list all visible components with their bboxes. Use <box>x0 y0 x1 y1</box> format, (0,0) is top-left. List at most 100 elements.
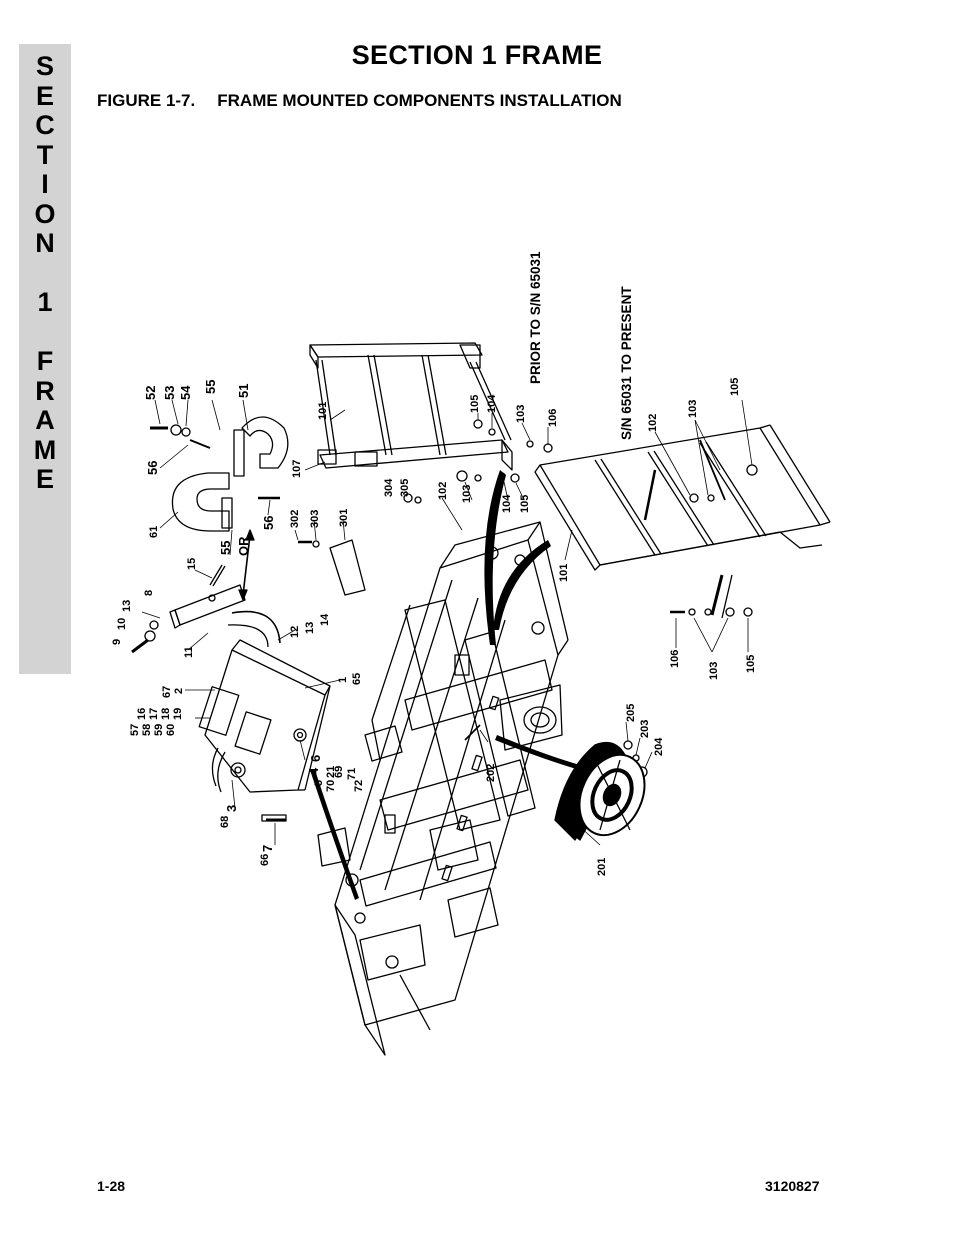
callout-11: 11 <box>183 646 195 658</box>
callout-66: 66 <box>259 854 271 866</box>
callout-65: 65 <box>351 673 363 685</box>
side-tab-letter: I <box>41 169 49 199</box>
callout-304: 304 <box>383 478 395 497</box>
side-tab-letter: M <box>33 434 57 465</box>
side-tab-letter: T <box>36 139 54 170</box>
callout-68: 68 <box>219 816 231 828</box>
callout-202: 202 <box>485 764 497 782</box>
side-tab-letter: E <box>35 464 54 494</box>
callout-8: 8 <box>143 590 155 596</box>
callout-56-top: 56 <box>145 461 160 475</box>
callout-103-top: 103 <box>515 405 527 423</box>
callout-54: 54 <box>178 385 193 400</box>
rail-assembly-present <box>534 424 831 619</box>
callout-105-right: 105 <box>729 378 741 396</box>
callout-3: 3 <box>224 805 239 812</box>
callout-9: 9 <box>111 639 123 645</box>
callout-13-bottom: 13 <box>304 622 316 634</box>
callout-59: 59 <box>153 724 165 736</box>
callout-5: 5 <box>313 780 325 786</box>
callout-1: 1 <box>337 677 349 683</box>
callout-103-right: 103 <box>687 400 699 418</box>
callout-21: 21 <box>325 766 337 778</box>
callout-71: 71 <box>346 768 358 780</box>
callout-106-bottom: 106 <box>669 650 681 668</box>
callout-6: 6 <box>308 755 323 762</box>
callout-13-top: 13 <box>121 600 133 612</box>
callout-60: 60 <box>165 724 177 736</box>
callout-102-mid: 102 <box>437 482 449 500</box>
callout-302: 302 <box>289 510 301 528</box>
callout-7: 7 <box>260 845 275 852</box>
callout-67: 67 <box>161 686 173 698</box>
callout-301: 301 <box>338 509 350 527</box>
figure-caption: FIGURE 1-7. FRAME MOUNTED COMPONENTS INST… <box>97 91 622 111</box>
callout-10: 10 <box>116 618 128 630</box>
page-title: SECTION 1 FRAME <box>351 40 603 70</box>
callout-58: 58 <box>141 724 153 736</box>
page-number: 1-28 <box>97 1178 126 1194</box>
electrical-tray <box>198 639 331 822</box>
side-tab-letter: C <box>35 110 55 140</box>
callout-61: 61 <box>148 526 160 538</box>
light-assembly <box>554 741 646 841</box>
callout-107: 107 <box>291 460 303 478</box>
callout-57: 57 <box>129 724 141 736</box>
callout-103-bottom: 103 <box>708 662 720 680</box>
callout-55-bottom: 55 <box>218 541 233 555</box>
callout-203: 203 <box>639 720 651 738</box>
callout-205: 205 <box>625 704 637 722</box>
hardware <box>298 419 758 778</box>
callout-105-mid: 105 <box>519 495 531 513</box>
callout-303: 303 <box>309 510 321 528</box>
note-or: OR <box>236 536 251 556</box>
callout-106-top: 106 <box>547 409 559 427</box>
callout-204: 204 <box>653 737 665 756</box>
callout-12: 12 <box>289 626 301 638</box>
figure-title: FRAME MOUNTED COMPONENTS INSTALLATION <box>217 91 622 110</box>
leader-lines <box>141 399 753 846</box>
callout-53: 53 <box>162 386 177 400</box>
side-tab-letter: O <box>34 198 56 229</box>
bracket-assembly <box>131 416 289 822</box>
callout-15: 15 <box>186 558 198 570</box>
note-present-serial: S/N 65031 TO PRESENT <box>619 286 634 440</box>
callout-104-top: 104 <box>486 394 498 413</box>
callout-101-right: 101 <box>558 564 570 582</box>
callout-103-mid: 103 <box>461 485 473 503</box>
side-tab-letter: R <box>35 375 55 406</box>
callout-101-top: 101 <box>317 402 329 420</box>
cable-harness <box>310 470 580 900</box>
side-tab-letter: 1 <box>37 287 53 317</box>
callout-14: 14 <box>319 613 331 626</box>
callout-16: 16 <box>136 708 148 720</box>
callout-105-top: 105 <box>469 395 481 413</box>
callout-51: 51 <box>236 384 251 398</box>
side-tab-letter: E <box>35 80 54 111</box>
callout-4: 4 <box>306 767 321 775</box>
main-frame <box>317 521 569 1056</box>
callout-labels: 52 53 54 55 51 56 61 55 56 101 105 104 1… <box>111 378 757 876</box>
callout-70: 70 <box>325 780 337 792</box>
note-prior-serial: PRIOR TO S/N 65031 <box>528 251 543 384</box>
figure-number: FIGURE 1-7. <box>97 91 196 110</box>
callout-69: 69 <box>333 766 345 778</box>
callout-201: 201 <box>596 858 608 876</box>
callout-52: 52 <box>143 386 158 400</box>
callout-17: 17 <box>148 708 160 720</box>
callout-105-bottom: 105 <box>745 655 757 673</box>
callout-19: 19 <box>172 708 184 720</box>
callout-72: 72 <box>353 780 365 792</box>
document-number: 3120827 <box>765 1178 820 1194</box>
callout-56-bottom: 56 <box>261 516 276 530</box>
callout-104-mid: 104 <box>501 494 513 513</box>
side-tab-letter: F <box>36 346 54 376</box>
callout-55-top: 55 <box>203 380 218 394</box>
callout-18: 18 <box>160 708 172 720</box>
callout-102-right: 102 <box>647 414 659 432</box>
side-tab-letter: N <box>35 228 55 258</box>
side-tab-letter: S <box>35 51 54 81</box>
